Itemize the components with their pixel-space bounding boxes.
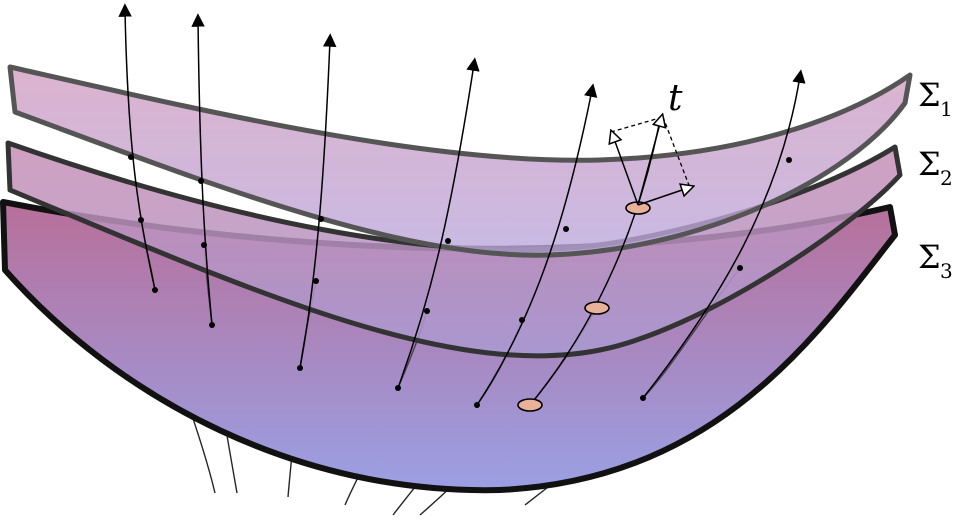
surface-label-3: Σ 3 xyxy=(918,238,953,283)
worldline-4-upper xyxy=(397,57,480,389)
surface-label-1: Σ 1 xyxy=(918,76,953,121)
cell-sigma-2 xyxy=(584,301,610,315)
cell-sigma-1 xyxy=(625,201,651,215)
worldline-5-upper xyxy=(476,83,598,406)
worldline-1-upper xyxy=(118,3,156,291)
surface-label-1-subscript: 1 xyxy=(940,97,953,121)
cells xyxy=(517,201,651,412)
surface-label-2-symbol: Σ xyxy=(918,145,941,183)
surface-label-3-subscript: 3 xyxy=(940,259,953,283)
surface-label-1-symbol: Σ xyxy=(918,76,941,114)
intersection-dots xyxy=(128,154,792,408)
surface-sigma-1 xyxy=(7,64,913,258)
surface-label-2: Σ 2 xyxy=(918,145,953,190)
surface-label-3-symbol: Σ xyxy=(918,238,941,276)
worldline-7-upper xyxy=(642,69,806,399)
surface-label-2-subscript: 2 xyxy=(940,166,953,190)
time-label: t xyxy=(668,78,683,119)
cell-sigma-3 xyxy=(517,398,543,412)
time-vector-decomposition xyxy=(611,117,690,206)
worldline-2-upper xyxy=(191,13,213,326)
worldline-3-upper xyxy=(299,33,337,369)
worldlines-upper xyxy=(118,3,806,406)
